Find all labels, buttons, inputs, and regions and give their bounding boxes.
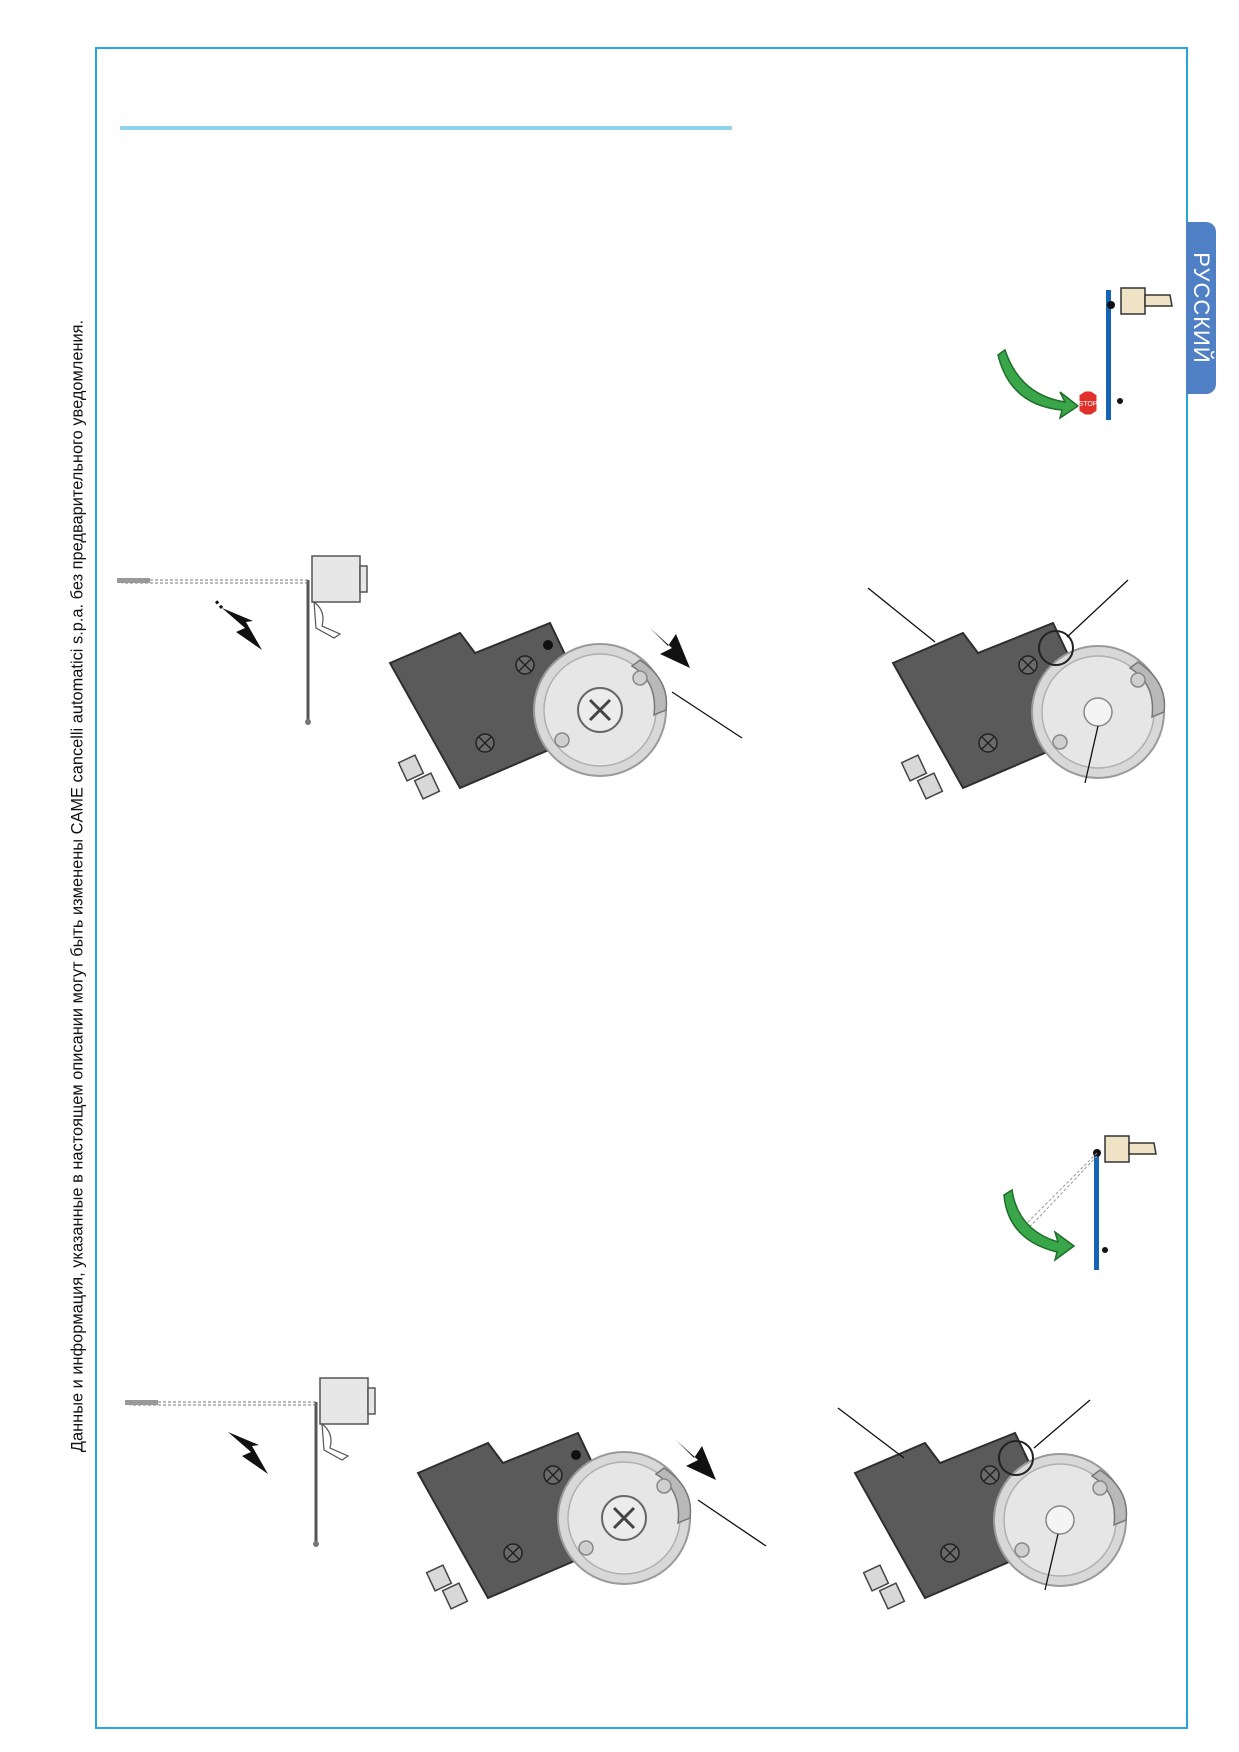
pointer-arrow-icon <box>1066 579 1129 638</box>
stop-pin <box>543 640 553 650</box>
cam-3 <box>557 1451 692 1585</box>
header-rule <box>120 126 732 130</box>
contact-highlight <box>998 1440 1034 1476</box>
barrier-side-view-2 <box>123 1376 377 1549</box>
rotation-arrow-icon <box>997 348 1080 420</box>
pointer-arrow-icon <box>867 587 936 643</box>
barrier-side-view-1 <box>115 554 369 727</box>
cam-4 <box>993 1453 1128 1587</box>
cam-2 <box>1031 645 1166 779</box>
dashed-arrow-icon <box>650 628 690 668</box>
boom-partial-diagram <box>1003 1135 1157 1270</box>
stop-pin <box>571 1450 581 1460</box>
contact-highlight <box>1038 630 1074 666</box>
dashed-arrow-icon <box>228 1432 268 1474</box>
svg-text:STOP: STOP <box>1079 401 1098 408</box>
pointer-arrow-icon <box>1033 1399 1091 1449</box>
pointer-arrow-icon <box>1084 725 1099 784</box>
language-tab[interactable]: РУССКИЙ <box>1186 222 1216 394</box>
dashed-arrow-icon <box>213 599 262 650</box>
pointer-arrow-icon <box>697 1499 767 1547</box>
page-frame <box>95 47 1188 1729</box>
pointer-arrow-icon <box>837 1407 905 1459</box>
pointer-arrow-icon <box>1044 1533 1059 1591</box>
stop-sign-icon: STOP <box>1078 390 1098 416</box>
rotation-arrow-icon <box>1003 1188 1076 1262</box>
pointer-arrow-icon <box>671 691 743 739</box>
dashed-arrow-icon <box>676 1440 716 1480</box>
cam-1 <box>533 643 668 777</box>
boom-stop-diagram: STOP <box>997 287 1173 420</box>
